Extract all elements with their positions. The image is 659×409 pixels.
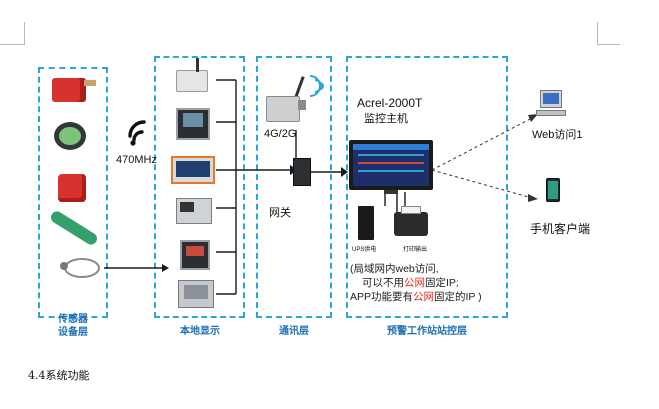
- gateway-label: 网关: [269, 207, 291, 219]
- note-text: 固定: [425, 277, 446, 289]
- ct-ring-sensor: [54, 122, 86, 150]
- note-text: (局域网内: [350, 263, 396, 275]
- crop-mark-top-right: [597, 22, 620, 45]
- wireless-signal-icon: [124, 116, 164, 152]
- mobile-phone-screen: [548, 181, 558, 199]
- communication-layer-box: [256, 56, 332, 318]
- gateway-device: [293, 158, 311, 186]
- monitoring-host-screen-content: [358, 154, 424, 180]
- note-text: IP: [465, 291, 476, 303]
- monitoring-host-stand: [384, 190, 398, 194]
- cable-probe-tip: [60, 262, 68, 270]
- touch-panel-screen: [176, 161, 210, 177]
- protection-relay-screen: [180, 202, 194, 212]
- meter-display-2-screen: [186, 246, 204, 256]
- note-text: ;: [455, 277, 459, 289]
- communication-layer-label: 通讯层: [279, 326, 309, 337]
- note-text: APP: [350, 291, 372, 303]
- local-display-label: 本地显示: [180, 326, 220, 337]
- meter-display-3-screen: [184, 285, 208, 299]
- note-text: 固定的: [434, 291, 466, 303]
- wireless-frequency-label: 470MHz: [116, 154, 157, 166]
- section-heading: 4.4系统功能: [28, 369, 90, 382]
- cable-probe-sensor: [64, 258, 100, 278]
- note-text: ): [475, 291, 482, 303]
- web-access-label: Web访问1: [532, 129, 583, 141]
- meter-display-1-screen: [183, 113, 203, 127]
- note-highlight: 公网: [404, 277, 425, 289]
- note-text: 访问,: [414, 263, 439, 275]
- mobile-client-label: 手机客户端: [530, 222, 591, 236]
- ups-label: UPS供电: [352, 247, 377, 253]
- web-client-keyboard: [536, 110, 566, 116]
- host-title: Acrel-2000T: [357, 96, 423, 110]
- access-note-line-2: 可以不用公网固定IP;: [350, 276, 482, 290]
- printer-label: 打印输出: [403, 247, 428, 253]
- printer-device: [394, 212, 428, 236]
- gateway-4g-module-terminal: [298, 100, 306, 110]
- access-note-line-3: APP功能要有公网固定的IP ): [350, 290, 482, 304]
- gateway-4g-module: [266, 96, 300, 122]
- web-client-screen: [543, 93, 559, 104]
- gateway-signal-label: 4G/2G: [264, 128, 297, 140]
- station-control-label: 预警工作站站控层: [387, 326, 467, 337]
- host-subtitle: 监控主机: [364, 113, 408, 125]
- access-note-line-1: (局域网内web访问,: [350, 262, 482, 276]
- crop-mark-top-left: [0, 22, 25, 45]
- sensor-layer-label-2: 设备层: [58, 327, 88, 338]
- ups-device: [358, 206, 374, 240]
- note-text: 功能要有: [371, 291, 414, 303]
- access-note: (局域网内web访问, 可以不用公网固定IP; APP功能要有公网固定的IP ): [350, 262, 482, 304]
- red-clamp-sensor: [52, 78, 86, 102]
- note-text: 可以不用: [362, 277, 404, 289]
- 4g-signal-icon: [306, 72, 330, 100]
- note-text: IP: [446, 277, 456, 289]
- note-text: web: [395, 263, 415, 275]
- sensor-layer-label-1: 传感器: [58, 314, 88, 325]
- wireless-receiver-antenna: [196, 58, 199, 72]
- red-clamp-sensor-prong: [84, 80, 96, 86]
- local-display-box: [154, 56, 245, 318]
- sensor-layer-box: [38, 67, 108, 318]
- monitoring-host-screen-header: [353, 144, 429, 150]
- note-highlight: 公网: [413, 291, 435, 303]
- wireless-receiver-device: [176, 70, 208, 92]
- station-control-box: [346, 56, 508, 318]
- printer-paper: [401, 206, 421, 214]
- red-temperature-sensor: [58, 174, 86, 202]
